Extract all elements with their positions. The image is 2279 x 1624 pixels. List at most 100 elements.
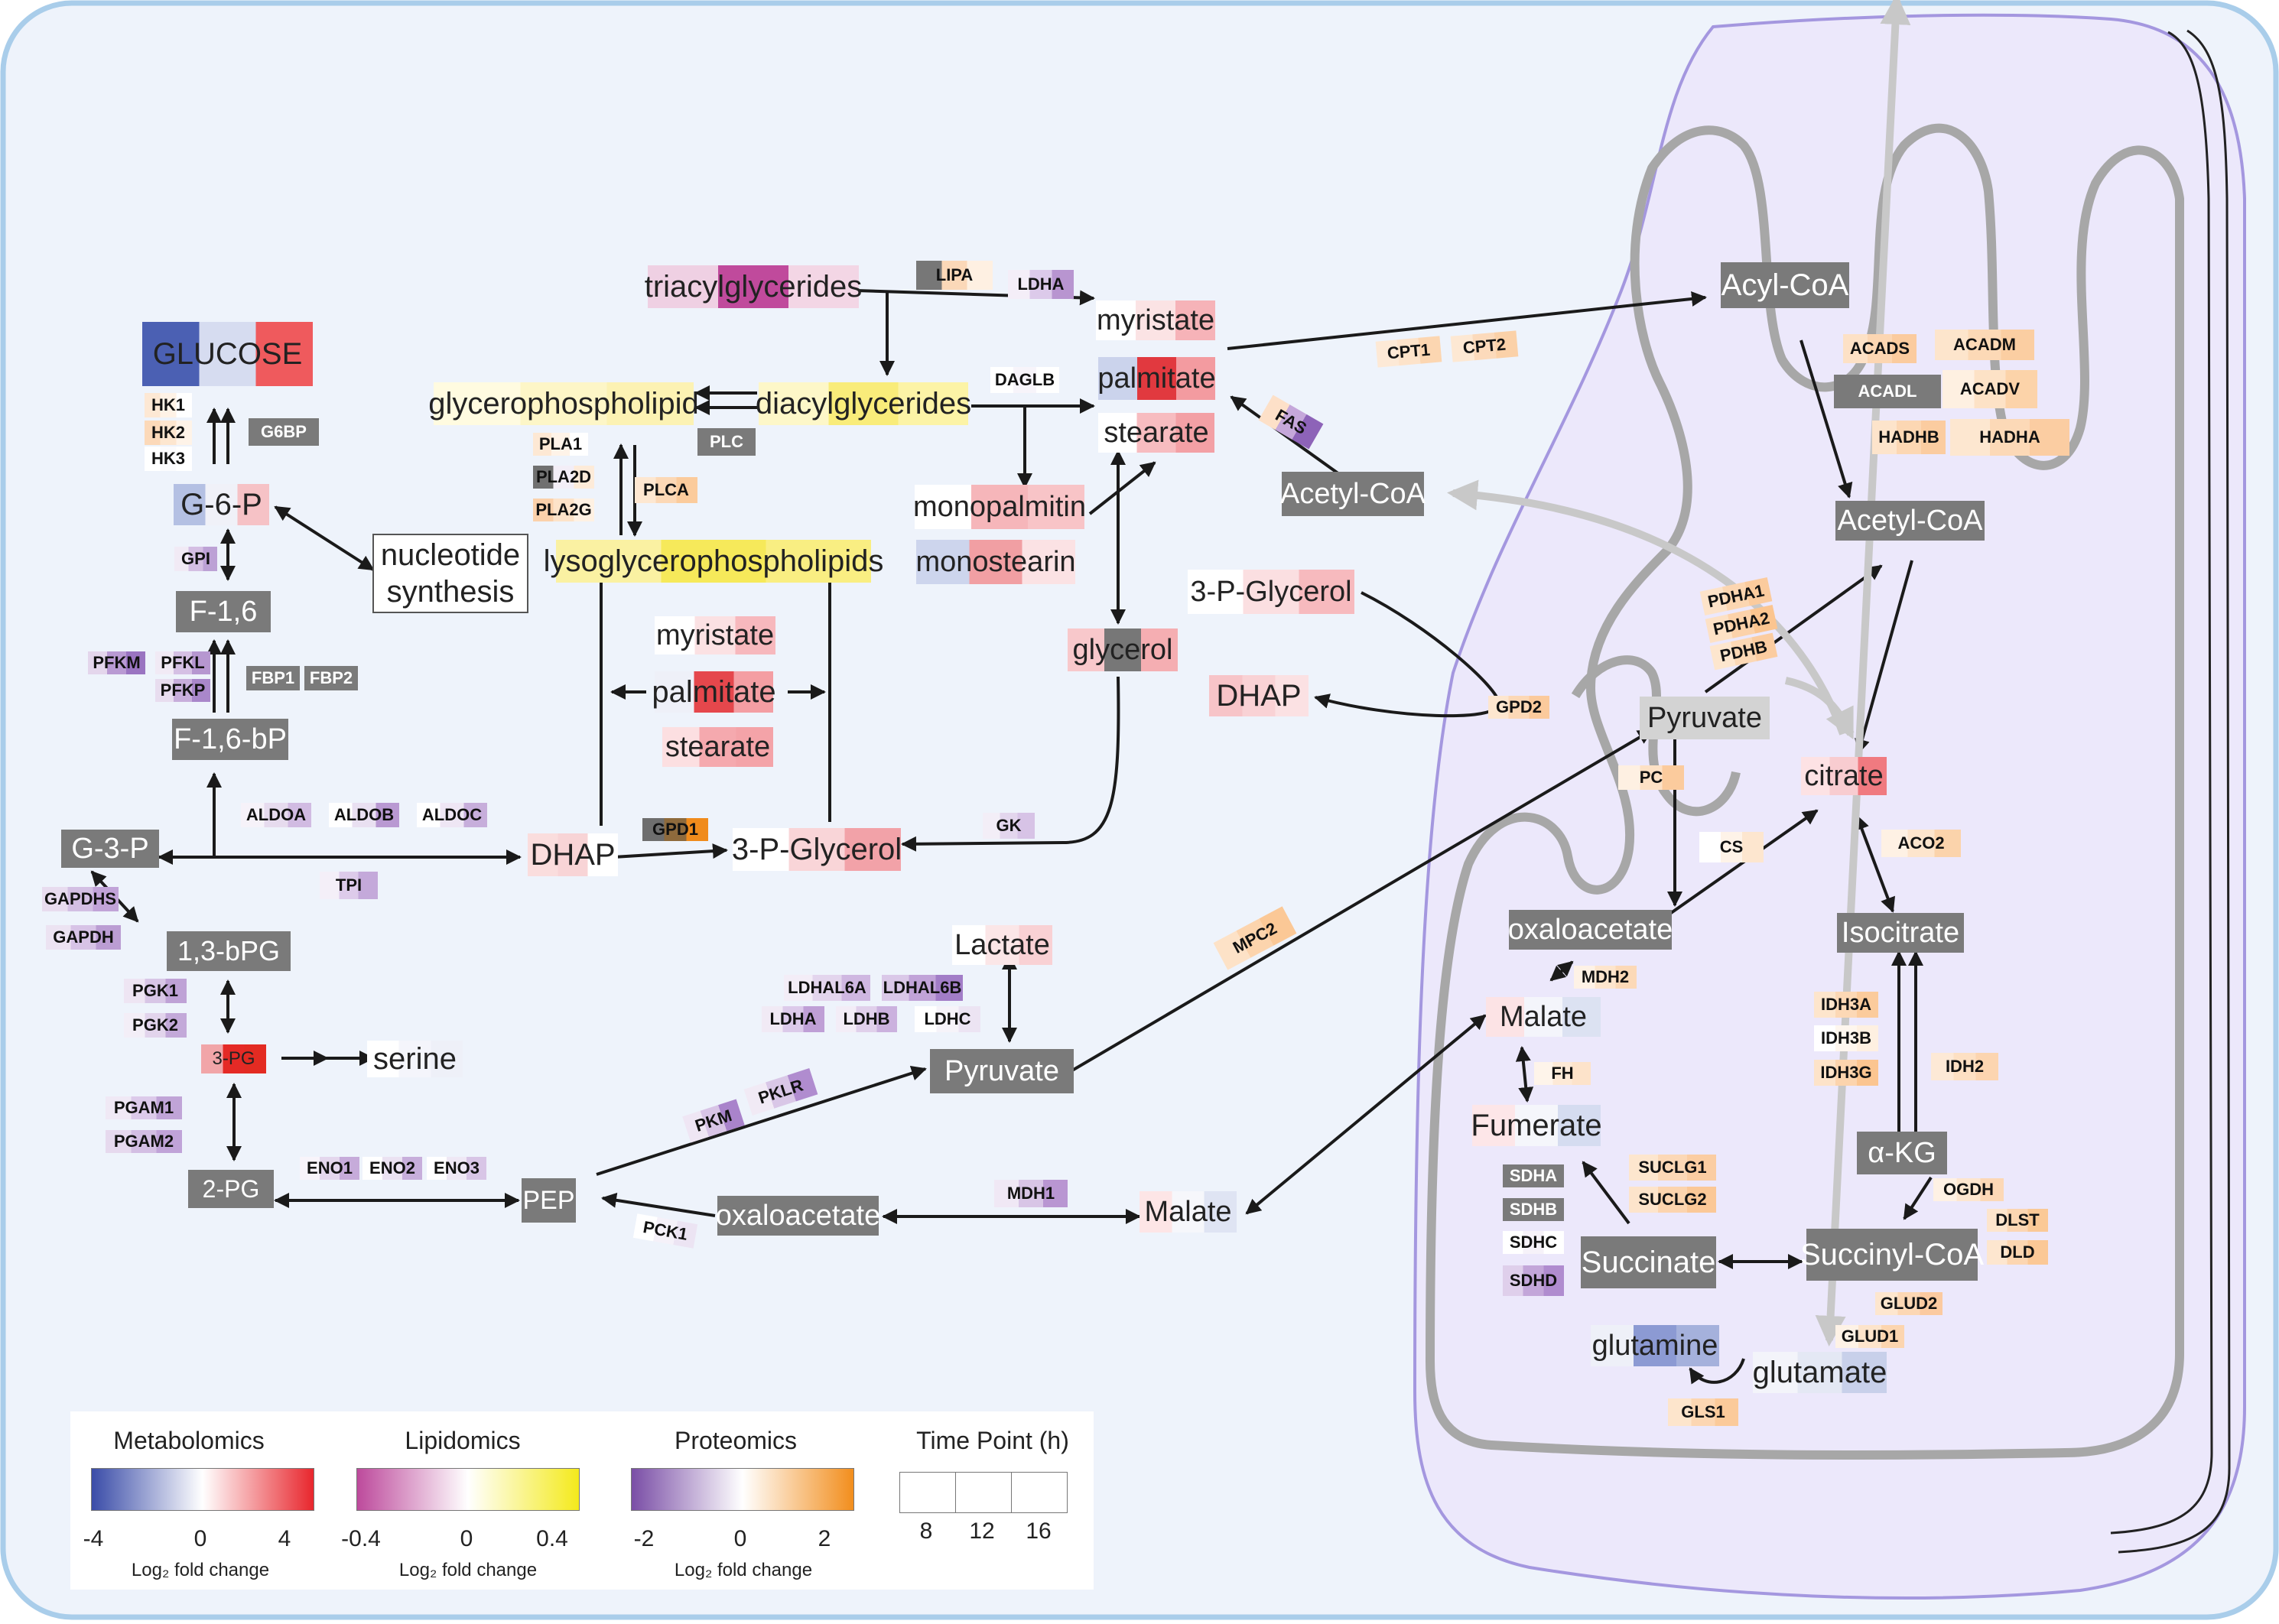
gray-arrows bbox=[1447, 0, 1911, 1346]
enzyme-hk1: HK1 bbox=[145, 393, 192, 417]
metabolite-palmitate2: palmitate bbox=[652, 671, 776, 713]
legend-timepoint-16: 16 bbox=[1026, 1518, 1052, 1544]
enzyme-aldob: ALDOB bbox=[329, 803, 399, 827]
enzyme-glud1: GLUD1 bbox=[1835, 1325, 1904, 1348]
legend-lipidomics-tick-mid: 0 bbox=[460, 1526, 473, 1551]
enzyme-acadm: ACADM bbox=[1935, 330, 2034, 360]
enzyme-cpt2: CPT2 bbox=[1450, 330, 1519, 362]
enzyme-ldha-lipid: LDHA bbox=[1008, 270, 1074, 299]
enzyme-gpd2: GPD2 bbox=[1488, 696, 1549, 719]
enzyme-pla2d: PLA2D bbox=[533, 466, 594, 489]
metabolite-myristate2: myristate bbox=[655, 616, 775, 654]
enzyme-pc: PC bbox=[1618, 765, 1684, 790]
enzyme-pfkl: PFKL bbox=[155, 651, 210, 674]
legend-metabolomics-tick-min: -4 bbox=[83, 1526, 104, 1551]
enzyme-pfkm: PFKM bbox=[88, 651, 145, 674]
metabolite-myristate1: myristate bbox=[1096, 300, 1215, 340]
enzyme-daglb: DAGLB bbox=[990, 367, 1059, 393]
enzyme-fas: FAS bbox=[1258, 395, 1324, 450]
enzyme-gpd1: GPD1 bbox=[642, 818, 708, 841]
enzyme-aldoc: ALDOC bbox=[417, 803, 487, 827]
enzyme-ldhb: LDHB bbox=[836, 1006, 897, 1032]
legend-timepoint-title: Time Point (h) bbox=[916, 1427, 1069, 1454]
enzyme-suclg1: SUCLG1 bbox=[1629, 1155, 1716, 1181]
metabolite-lactate: Lactate bbox=[952, 925, 1052, 965]
metabolite-acetylcoa1: Acetyl-CoA bbox=[1280, 472, 1426, 516]
enzyme-pklr: PKLR bbox=[743, 1067, 818, 1116]
metabolite-gpl: glycerophospholipid bbox=[428, 382, 699, 425]
enzyme-gk: GK bbox=[983, 813, 1035, 839]
enzyme-acadv: ACADV bbox=[1943, 370, 2037, 408]
metabolite-bpg: 1,3-bPG bbox=[167, 931, 291, 971]
enzyme-ogdh: OGDH bbox=[1933, 1178, 2004, 1201]
legend-lipidomics-tick-max: 0.4 bbox=[536, 1526, 568, 1551]
metabolite-pep: PEP bbox=[522, 1178, 576, 1223]
enzyme-sdhc: SDHC bbox=[1503, 1231, 1564, 1254]
enzyme-gpi: GPI bbox=[174, 547, 217, 571]
legend-proteomics-tick-mid: 0 bbox=[733, 1526, 747, 1551]
enzyme-cs: CS bbox=[1699, 832, 1764, 862]
enzyme-idh3a: IDH3A bbox=[1814, 992, 1878, 1018]
enzyme-tpi: TPI bbox=[320, 872, 378, 899]
metabolite-glucose: GLUCOSE bbox=[142, 322, 313, 386]
enzyme-eno2: ENO2 bbox=[362, 1157, 422, 1180]
metabolite-glyc3p2: 3-P-Glycerol bbox=[1188, 570, 1354, 614]
legend-proteomics-colorbar bbox=[631, 1468, 854, 1511]
metabolite-lysogpl: lysoglycerophospholipids bbox=[544, 540, 883, 583]
legend-proteomics-title: Proteomics bbox=[674, 1427, 798, 1454]
metabolite-palmitate1: palmitate bbox=[1097, 357, 1216, 400]
enzyme-gls1: GLS1 bbox=[1668, 1398, 1738, 1426]
enzyme-acadl: ACADL bbox=[1834, 375, 1941, 408]
enzyme-dld: DLD bbox=[1987, 1240, 2048, 1265]
enzyme-pgk1: PGK1 bbox=[124, 979, 187, 1003]
metabolite-akg: α-KG bbox=[1857, 1132, 1947, 1174]
legend-timepoint-12: 12 bbox=[969, 1518, 995, 1544]
metabolite-stearate2: stearate bbox=[662, 727, 773, 767]
enzyme-glud2: GLUD2 bbox=[1875, 1292, 1943, 1315]
enzyme-cpt1: CPT1 bbox=[1375, 336, 1442, 368]
metabolite-glycerol: glycerol bbox=[1068, 628, 1178, 671]
metabolite-dhap2: DHAP bbox=[1209, 675, 1309, 716]
metabolite-glyc3p1: 3-P-Glycerol bbox=[732, 828, 902, 871]
inner-membrane-2 bbox=[2118, 29, 2231, 1554]
enzyme-suclg2: SUCLG2 bbox=[1629, 1187, 1716, 1213]
metabolite-acetylcoa2: Acetyl-CoA bbox=[1835, 501, 1985, 541]
legend-metabolomics-tick-mid: 0 bbox=[193, 1526, 207, 1551]
metabolite-stearate1: stearate bbox=[1098, 413, 1214, 453]
enzyme-pla2g: PLA2G bbox=[533, 499, 594, 521]
enzyme-eno1: ENO1 bbox=[300, 1157, 359, 1180]
legend-metabolomics-title: Metabolomics bbox=[113, 1427, 265, 1454]
metabolite-dag: diacylglycerides bbox=[756, 382, 971, 425]
enzyme-ldhal6a: LDHAL6A bbox=[784, 975, 870, 1001]
legend-metabolomics-colorbar bbox=[91, 1468, 314, 1511]
metabolite-pg3: 3-PG bbox=[201, 1044, 266, 1073]
enzyme-ldhc: LDHC bbox=[915, 1006, 980, 1032]
inner-membrane-1 bbox=[2110, 31, 2213, 1535]
enzyme-lipa: LIPA bbox=[916, 261, 993, 290]
enzyme-pgam2: PGAM2 bbox=[106, 1130, 182, 1153]
metabolite-nucleotide: nucleotide synthesis bbox=[372, 534, 528, 613]
metabolite-malate2: Malate bbox=[1486, 997, 1601, 1037]
metabolite-serine: serine bbox=[367, 1041, 463, 1077]
metabolite-oaa2: oxaloacetate bbox=[1508, 910, 1673, 950]
enzyme-g6bp: G6BP bbox=[249, 418, 319, 446]
legend-metabolomics-unit: Log₂ fold change bbox=[131, 1560, 270, 1580]
enzyme-gapdh: GAPDH bbox=[46, 925, 121, 950]
metabolite-citrate: citrate bbox=[1801, 757, 1887, 795]
enzyme-hk3: HK3 bbox=[145, 447, 192, 471]
timepoint-box-8 bbox=[899, 1472, 956, 1513]
metabolite-succinate: Succinate bbox=[1581, 1236, 1716, 1288]
enzyme-pgk2: PGK2 bbox=[124, 1013, 187, 1038]
metabolite-glutamine: glutamine bbox=[1591, 1325, 1719, 1366]
metabolite-dhap1: DHAP bbox=[528, 833, 618, 876]
enzyme-fh: FH bbox=[1534, 1062, 1591, 1085]
enzyme-mpc2: MPC2 bbox=[1213, 906, 1297, 970]
enzyme-pkm: PKM bbox=[682, 1099, 745, 1143]
enzyme-plca: PLCA bbox=[635, 477, 697, 503]
metabolite-f16: F-1,6 bbox=[176, 591, 271, 632]
enzyme-pck1: PCK1 bbox=[632, 1213, 698, 1249]
enzyme-mdh2: MDH2 bbox=[1574, 966, 1637, 989]
legend-proteomics-unit: Log₂ fold change bbox=[674, 1560, 813, 1580]
